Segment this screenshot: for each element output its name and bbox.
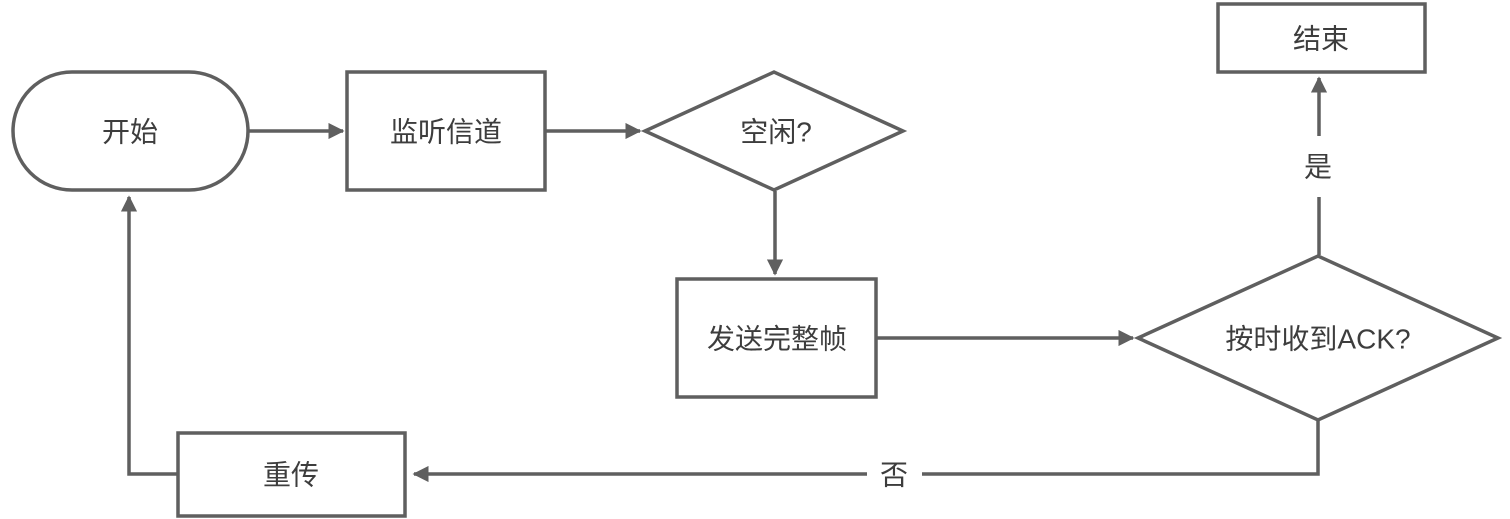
- node-label-idle-decision: 空闲?: [740, 117, 812, 148]
- end-rect-shape: [1216, 2, 1427, 74]
- edge-ack-to-retransmit-right-segment: [922, 421, 1320, 476]
- edge-label-yes: 是: [1304, 152, 1332, 183]
- node-label-send-full-frame: 发送完整帧: [707, 324, 847, 355]
- ack-decision-diamond-shape: [1133, 254, 1503, 422]
- start-stadium-shape: [11, 70, 250, 192]
- node-end: 结束: [1216, 2, 1427, 74]
- node-start: 开始: [11, 70, 250, 192]
- node-idle-decision: 空闲?: [640, 70, 908, 192]
- node-label-retransmit: 重传: [263, 460, 319, 491]
- idle-decision-diamond-shape: [640, 70, 908, 192]
- node-label-end: 结束: [1293, 24, 1349, 55]
- edge-label-no: 否: [880, 460, 908, 491]
- edge-group: [120, 76, 1328, 483]
- node-send-full-frame: 发送完整帧: [675, 277, 878, 399]
- node-label-start: 开始: [102, 117, 158, 148]
- retransmit-rect-shape: [176, 431, 407, 518]
- node-retransmit: 重传: [176, 431, 407, 518]
- edge-retransmit-to-start: [120, 195, 177, 476]
- node-label-ack-decision: 按时收到ACK?: [1225, 324, 1410, 355]
- listen-channel-rect-shape: [345, 70, 547, 192]
- node-label-listen-channel: 监听信道: [390, 117, 502, 148]
- send-full-frame-rect-shape: [675, 277, 878, 399]
- node-listen-channel: 监听信道: [345, 70, 547, 192]
- node-ack-decision: 按时收到ACK?: [1133, 254, 1503, 422]
